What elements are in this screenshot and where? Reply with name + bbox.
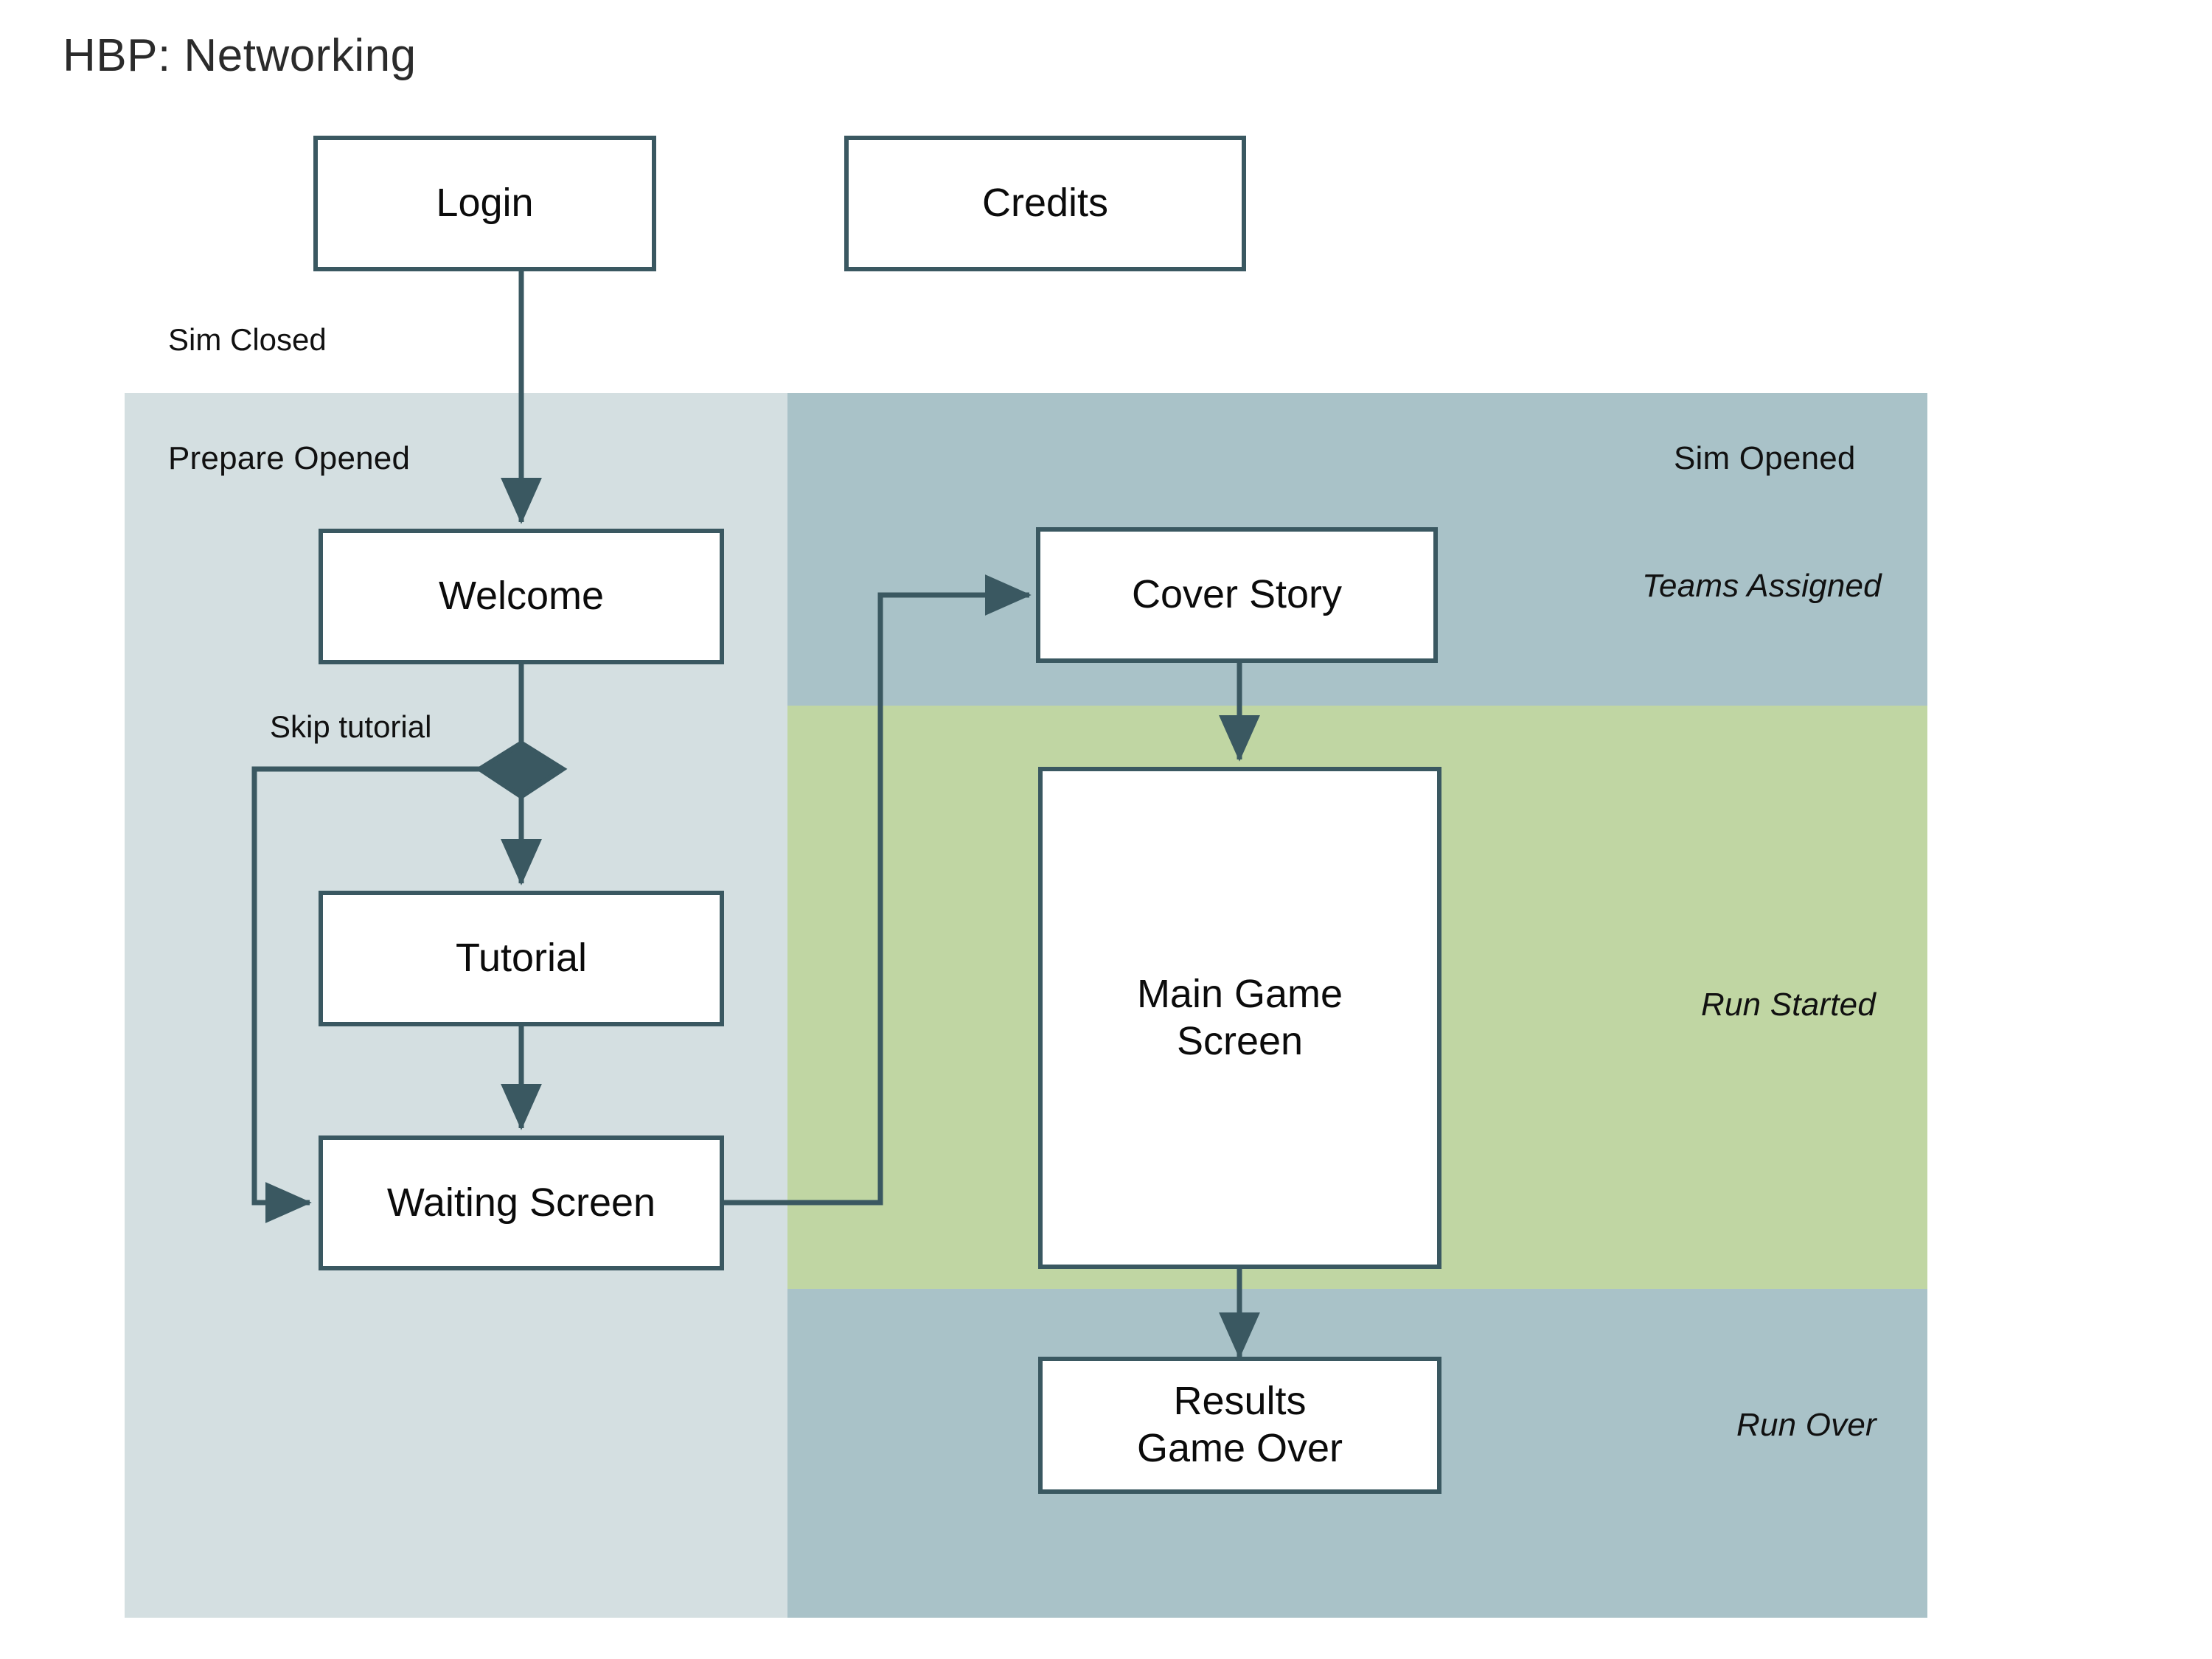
- node-results-game-over-label-line1: Results: [1173, 1379, 1307, 1424]
- edge-label-skip-tutorial: Skip tutorial: [270, 709, 432, 744]
- node-cover-story[interactable]: Cover Story: [1036, 527, 1438, 663]
- node-login-label: Login: [436, 181, 534, 226]
- lane-label-run-started: Run Started: [1701, 987, 1877, 1023]
- node-cover-story-label: Cover Story: [1131, 572, 1343, 617]
- node-credits[interactable]: Credits: [844, 136, 1246, 271]
- page-title: HBP: Networking: [63, 30, 417, 81]
- node-login[interactable]: Login: [313, 136, 656, 271]
- node-main-game-screen-label-line1: Main Game: [1136, 971, 1343, 1016]
- lane-label-run-over: Run Over: [1736, 1407, 1877, 1443]
- node-waiting-screen[interactable]: Waiting Screen: [319, 1135, 724, 1270]
- node-tutorial[interactable]: Tutorial: [319, 891, 724, 1026]
- node-waiting-screen-label: Waiting Screen: [386, 1180, 656, 1225]
- node-results-game-over[interactable]: Results Game Over: [1038, 1357, 1441, 1494]
- node-welcome-label: Welcome: [438, 574, 605, 619]
- node-main-game-screen-label-line2: Screen: [1176, 1018, 1304, 1063]
- node-main-game-screen[interactable]: Main Game Screen: [1038, 767, 1441, 1269]
- lane-label-teams-assigned: Teams Assigned: [1642, 568, 1882, 604]
- node-tutorial-label: Tutorial: [455, 936, 588, 981]
- edge-label-sim-closed: Sim Closed: [168, 322, 327, 357]
- node-credits-label: Credits: [981, 181, 1109, 226]
- node-results-game-over-label-line2: Game Over: [1136, 1426, 1343, 1470]
- lane-label-sim-opened: Sim Opened: [1674, 440, 1856, 476]
- node-welcome[interactable]: Welcome: [319, 529, 724, 664]
- lane-label-prepare-opened: Prepare Opened: [168, 440, 411, 476]
